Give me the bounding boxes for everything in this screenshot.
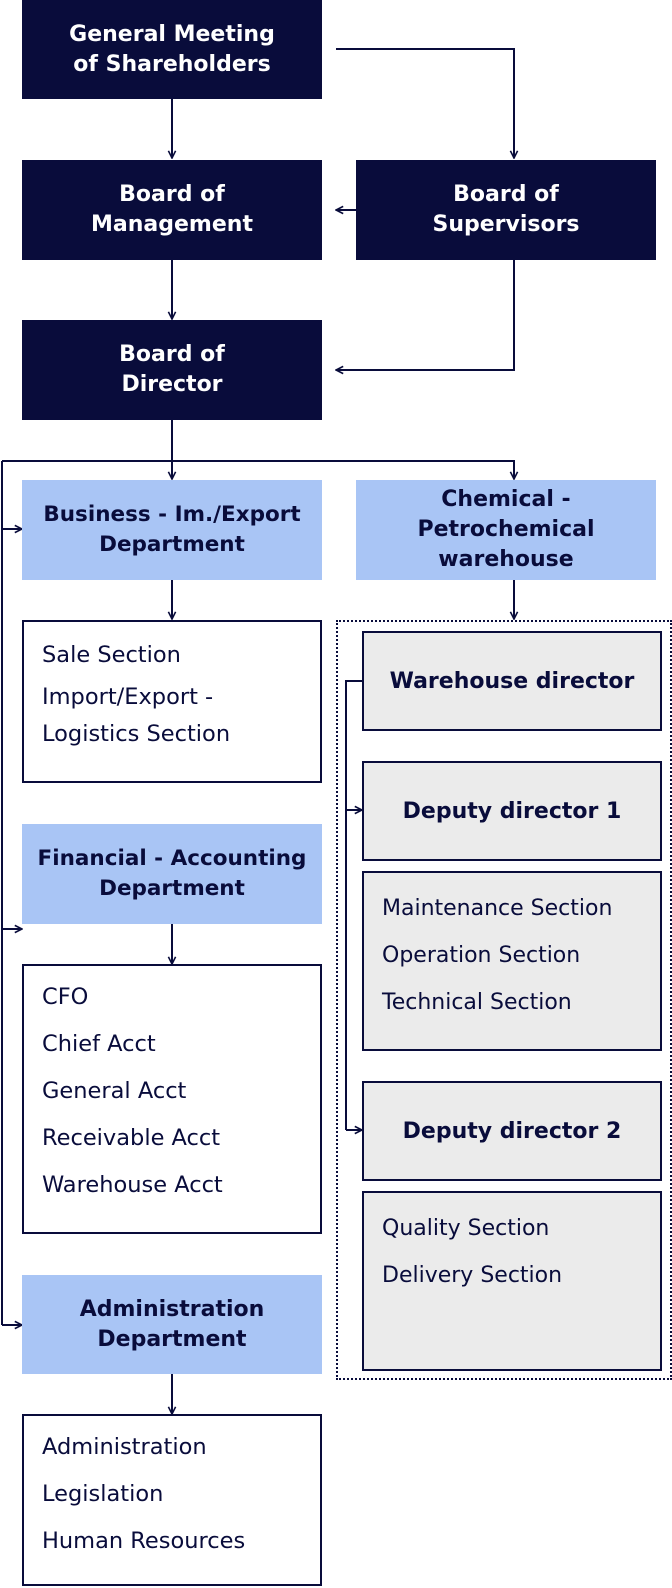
list-item-import-export: Import/Export - Logistics Section xyxy=(42,684,231,747)
list-item-delivery: Delivery Section xyxy=(382,1263,563,1288)
list-item-general-acct: General Acct xyxy=(42,1078,187,1104)
business-dept-label: Business - Im./Export Department xyxy=(43,502,301,557)
warehouse-group xyxy=(336,620,672,1380)
admin-dept-box: Administration Department xyxy=(22,1275,322,1374)
list-item-receivable-acct: Receivable Acct xyxy=(42,1125,221,1151)
finance-dept-label: Financial - Accounting Department xyxy=(37,846,307,901)
business-section-list: Sale Section Import/Export - Logistics S… xyxy=(22,620,322,783)
list-item-warehouse-acct: Warehouse Acct xyxy=(42,1172,223,1198)
deputy-1-section-list: Maintenance Section Operation Section Te… xyxy=(362,871,662,1051)
board-director-box: Board of Director xyxy=(22,320,322,420)
connector-warehouse-bus xyxy=(345,680,362,1130)
finance-section-list: CFO Chief Acct General Acct Receivable A… xyxy=(22,964,322,1234)
admin-section-list: Administration Legislation Human Resourc… xyxy=(22,1414,322,1586)
board-director-label: Board of Director xyxy=(119,342,225,397)
board-supervisors-label: Board of Supervisors xyxy=(432,182,580,237)
list-item-quality: Quality Section xyxy=(382,1216,550,1241)
board-supervisors-box: Board of Supervisors xyxy=(356,160,656,260)
deputy-2-section-list: Quality Section Delivery Section xyxy=(362,1191,662,1371)
admin-dept-label: Administration Department xyxy=(79,1296,265,1352)
warehouse-director-label: Warehouse director xyxy=(389,668,635,694)
warehouse-label: Chemical - Petrochemical warehouse xyxy=(417,487,595,572)
warehouse-box: Chemical - Petrochemical warehouse xyxy=(356,480,656,580)
deputy-director-2-label: Deputy director 2 xyxy=(402,1118,622,1144)
connector-gm-to-supervisors xyxy=(336,48,514,158)
deputy-director-2-box: Deputy director 2 xyxy=(362,1081,662,1181)
connector-supervisors-to-director xyxy=(336,260,515,370)
list-item-technical: Technical Section xyxy=(382,990,572,1015)
general-meeting-box: General Meeting of Shareholders xyxy=(22,0,322,99)
connector-director-to-warehouse xyxy=(2,460,514,479)
list-item-sale: Sale Section xyxy=(42,642,181,668)
business-dept-box: Business - Im./Export Department xyxy=(22,480,322,580)
list-item-human-resources: Human Resources xyxy=(42,1528,246,1554)
deputy-director-1-box: Deputy director 1 xyxy=(362,761,662,861)
list-item-operation: Operation Section xyxy=(382,943,581,968)
board-management-box: Board of Management xyxy=(22,160,322,260)
list-item-cfo: CFO xyxy=(42,984,89,1010)
board-management-label: Board of Management xyxy=(91,182,253,237)
list-item-chief-acct: Chief Acct xyxy=(42,1031,156,1057)
finance-dept-box: Financial - Accounting Department xyxy=(22,824,322,924)
list-item-maintenance: Maintenance Section xyxy=(382,896,613,921)
list-item-legislation: Legislation xyxy=(42,1481,164,1507)
general-meeting-label: General Meeting of Shareholders xyxy=(69,21,275,77)
list-item-administration: Administration xyxy=(42,1434,207,1460)
deputy-director-1-label: Deputy director 1 xyxy=(402,798,622,824)
warehouse-director-box: Warehouse director xyxy=(362,631,662,731)
